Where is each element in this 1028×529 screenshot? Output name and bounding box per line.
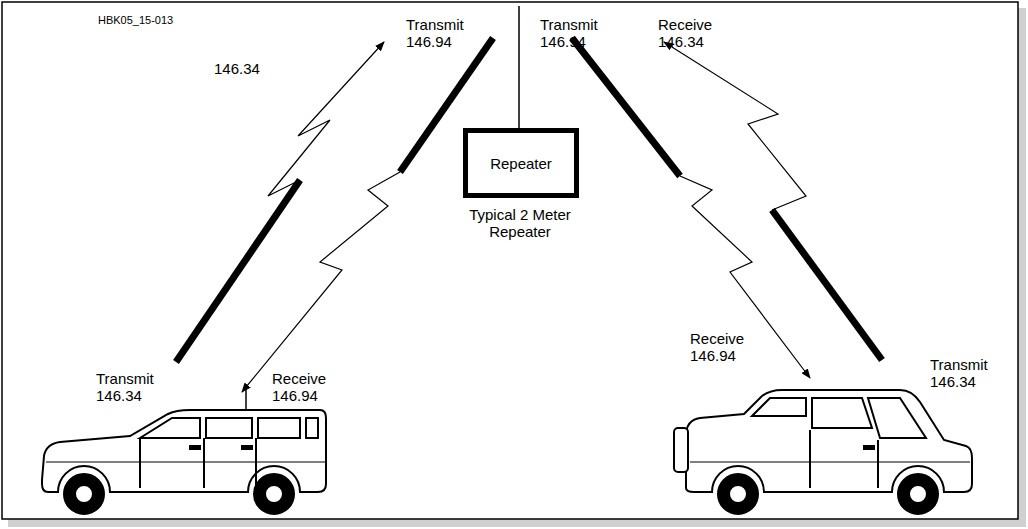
repeater-antenna bbox=[518, 6, 520, 128]
frequency-label: Receive 146.34 bbox=[658, 16, 734, 50]
frequency-label: Transmit 146.34 bbox=[96, 370, 172, 404]
frequency-label: 146.34 bbox=[214, 60, 260, 77]
repeater-box: Repeater bbox=[463, 128, 579, 198]
frequency-label: Receive 146.94 bbox=[690, 330, 766, 364]
frequency-label: Transmit 146.34 bbox=[930, 356, 1006, 390]
signal-path bbox=[664, 42, 882, 360]
frequency-label: Transmit 146.94 bbox=[540, 16, 616, 50]
figure-id: HBK05_15-013 bbox=[98, 14, 173, 27]
frame bbox=[2, 2, 1018, 519]
node-text: Repeater bbox=[490, 155, 552, 172]
signal-path bbox=[572, 38, 810, 378]
signal-path bbox=[176, 42, 384, 362]
frequency-label: Transmit 146.94 bbox=[406, 16, 482, 50]
signal-path bbox=[242, 38, 493, 392]
caption-label: Typical 2 Meter Repeater bbox=[452, 206, 588, 240]
frequency-label: Receive 146.94 bbox=[272, 370, 348, 404]
suv bbox=[674, 390, 972, 514]
